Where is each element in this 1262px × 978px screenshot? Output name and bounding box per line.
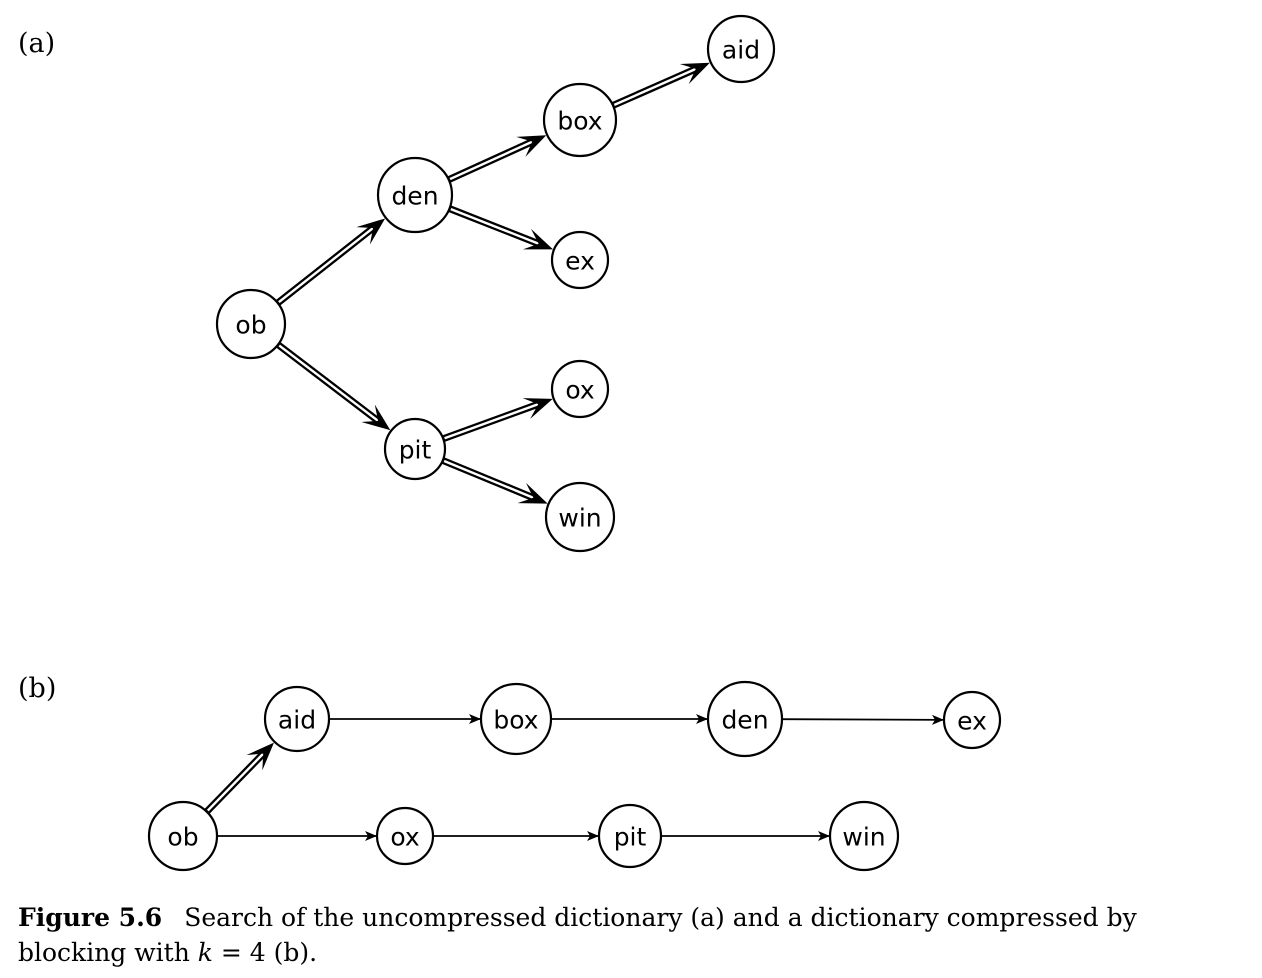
node-a-win: win <box>544 481 616 553</box>
node-a-aid-circle <box>706 14 776 84</box>
node-a-pit-label: pit <box>399 436 432 465</box>
edge-a-box-aid-arrowhead <box>679 62 710 85</box>
node-a-ob-circle <box>215 288 287 360</box>
node-a-ob: ob <box>215 288 287 360</box>
edges-layer <box>204 65 945 841</box>
node-b-ex-label: ex <box>957 707 987 736</box>
node-a-box: box <box>542 82 618 158</box>
node-b-den: den <box>706 680 784 758</box>
node-a-win-circle <box>544 481 616 553</box>
node-b-ex: ex <box>942 690 1002 750</box>
node-a-ex: ex <box>550 230 610 290</box>
node-b-ox: ox <box>375 806 435 866</box>
node-a-ex-circle <box>550 230 610 290</box>
edge-a-ob-pit-arrowhead <box>361 404 391 431</box>
node-a-aid-label: aid <box>722 36 760 65</box>
node-b-box-circle <box>479 682 553 756</box>
edge-b-den-ex <box>781 714 945 725</box>
edge-b-ob-aid-arrowhead <box>246 742 274 771</box>
caption-text-end: = 4 (b). <box>212 938 318 967</box>
node-b-ob-circle <box>147 800 219 872</box>
node-a-den: den <box>376 156 454 234</box>
arrowheads-layer <box>246 62 710 771</box>
edge-a-den-ex-arrowhead <box>522 228 554 250</box>
node-b-aid-circle <box>263 685 331 753</box>
node-a-ox-label: ox <box>565 376 594 405</box>
node-b-pit: pit <box>597 803 663 869</box>
node-a-box-label: box <box>557 107 602 136</box>
node-b-win: win <box>828 800 900 872</box>
node-b-ox-circle <box>375 806 435 866</box>
caption-variable: k <box>197 938 213 967</box>
node-b-win-label: win <box>842 823 885 852</box>
node-b-win-circle <box>828 800 900 872</box>
edge-a-box-aid <box>611 65 701 109</box>
node-a-pit-circle <box>383 417 447 481</box>
node-b-aid: aid <box>263 685 331 753</box>
edge-b-ob-aid <box>204 749 268 815</box>
edge-a-pit-ox <box>441 400 543 443</box>
node-a-ex-label: ex <box>565 247 595 276</box>
node-a-ob-label: ob <box>235 311 266 340</box>
node-b-box-label: box <box>493 706 538 735</box>
node-b-ox-label: ox <box>390 823 419 852</box>
node-a-den-circle <box>376 156 454 234</box>
panel-b-label: (b) <box>18 673 56 704</box>
edge-a-ob-den <box>275 224 378 306</box>
node-b-aid-label: aid <box>278 706 316 735</box>
figure-number: Figure 5.6 <box>18 903 163 932</box>
edge-a-den-box-arrowhead <box>516 135 547 157</box>
node-a-aid: aid <box>706 14 776 84</box>
node-b-den-label: den <box>721 706 768 735</box>
figure-diagram: (a) (b) ob den pit box ex ox win aid ob aid box den… <box>18 14 1002 872</box>
node-a-den-label: den <box>391 182 438 211</box>
node-a-box-circle <box>542 82 618 158</box>
node-b-pit-label: pit <box>614 823 647 852</box>
node-a-ox: ox <box>550 359 610 419</box>
node-b-ex-circle <box>942 690 1002 750</box>
nodes-layer: ob den pit box ex ox win aid ob aid box den ex ox pit w… <box>147 14 1002 872</box>
edge-a-pit-ox-arrowhead <box>522 398 553 419</box>
node-b-pit-circle <box>597 803 663 869</box>
node-b-box: box <box>479 682 553 756</box>
node-a-win-label: win <box>558 504 601 533</box>
edge-a-den-box <box>447 137 537 183</box>
edge-a-den-ex <box>448 205 544 248</box>
edge-a-ob-den-arrowhead <box>356 218 386 245</box>
node-a-ox-circle <box>550 359 610 419</box>
edge-a-ob-pit <box>275 341 383 425</box>
caption-text: Search of the uncompressed dictionary (a… <box>18 903 1137 967</box>
panel-a-label: (a) <box>18 28 55 59</box>
node-a-pit: pit <box>383 417 447 481</box>
node-b-ob-label: ob <box>167 823 198 852</box>
node-b-den-circle <box>706 680 784 758</box>
node-b-ob: ob <box>147 800 219 872</box>
edge-a-pit-win-arrowhead <box>517 482 548 504</box>
edge-a-pit-win <box>441 457 538 502</box>
